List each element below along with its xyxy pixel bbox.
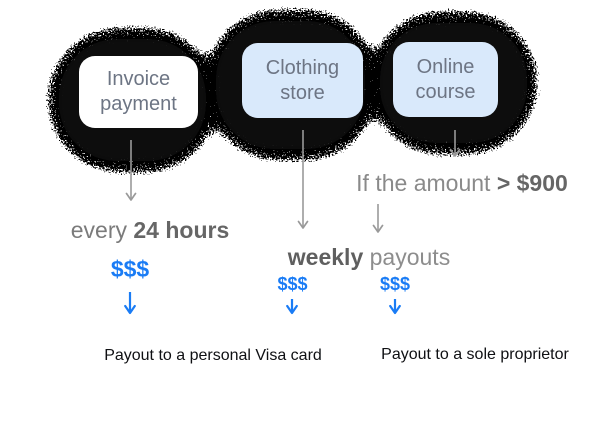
label-payout-personal-visa: Payout to a personal Visa card	[104, 347, 322, 364]
payout-arrows	[124, 292, 401, 315]
node-label-line: store	[280, 81, 325, 104]
node-label-line: Invoice	[106, 68, 171, 90]
node-label-line: Clothing	[265, 56, 340, 79]
money-symbol-daily: $$$	[110, 256, 150, 282]
node-label-line: course	[415, 80, 476, 103]
label-every-24-hours-bold: 24 hours	[133, 217, 230, 243]
label-weekly-payouts: weekly payouts	[278, 244, 460, 271]
money-symbol-weekly-right: $$$	[379, 274, 411, 294]
money-symbol-weekly-left: $$$	[277, 274, 308, 294]
node-label-line: Online	[416, 55, 475, 78]
label-weekly-payouts-bold: weekly	[287, 244, 364, 270]
label-amount-condition: If the amount > $900	[342, 170, 582, 197]
label-every-24-hours: every 24 hours	[55, 217, 245, 244]
node-online-course: Online course	[393, 42, 498, 117]
flow-arrows	[125, 130, 461, 233]
label-every-24-hours-normal: every	[70, 217, 134, 243]
node-clothing-store: Clothing store	[242, 43, 363, 118]
label-weekly-payouts-normal: payouts	[363, 244, 451, 270]
node-invoice-payment: Invoice payment	[79, 56, 198, 128]
node-label-line: payment	[100, 93, 177, 115]
label-payout-sole-proprietor: Payout to a sole proprietor	[381, 346, 569, 363]
label-amount-condition-bold: > $900	[496, 170, 568, 196]
label-amount-condition-normal: If the amount	[356, 170, 497, 196]
